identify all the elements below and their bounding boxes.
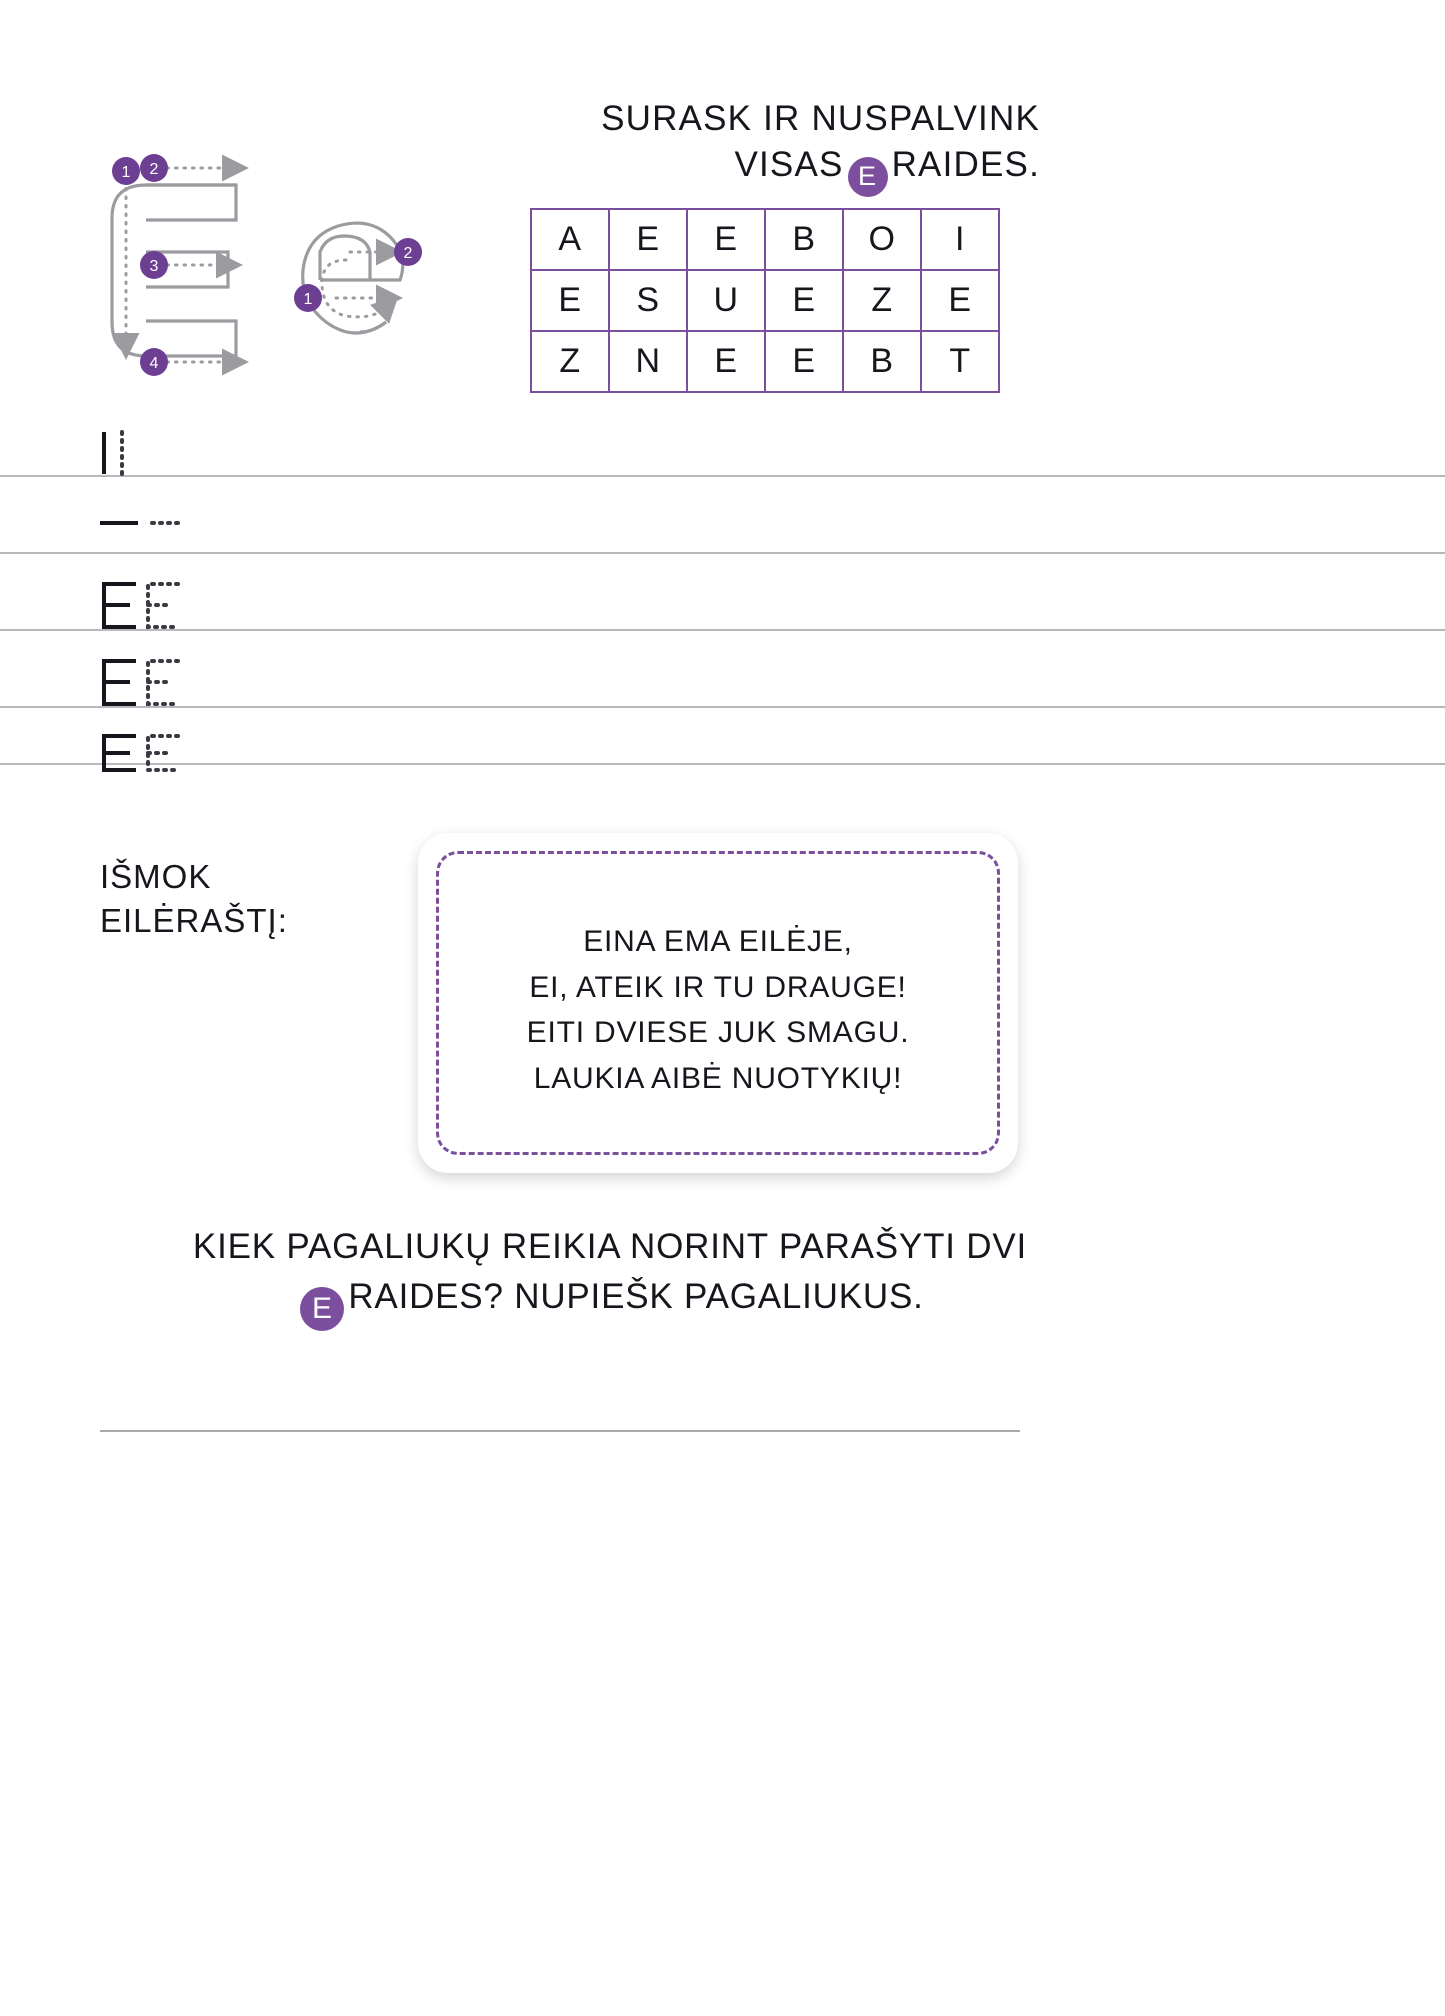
grid-cell[interactable]: E	[920, 269, 1000, 332]
table-row: Z N E E B T	[530, 330, 1000, 393]
poem-line: EI, ATEIK IR TU DRAUGE!	[529, 970, 907, 1004]
header-line-2-after: RAIDES.	[891, 145, 1040, 185]
glyph-dotted	[146, 659, 180, 706]
tracing-letters: 1 2 3 4 1	[88, 140, 468, 390]
question-line-1: KIEK PAGALIUKŲ REIKIA NORINT PARAŠYTI DV…	[192, 1227, 1028, 1266]
grid-cell[interactable]: E	[764, 269, 844, 332]
poem-line: EINA EMA EILĖJE,	[583, 925, 853, 958]
grid-cell[interactable]: E	[686, 330, 766, 393]
header-line-2-before: VISAS	[734, 145, 844, 185]
poem-dashed-border	[436, 851, 1000, 1155]
rule-line	[0, 475, 1445, 477]
uppercase-dotted-guides	[112, 154, 249, 376]
poem-line: LAUKIA AIBĖ NUOTYKIŲ!	[533, 1061, 903, 1095]
grid-cell[interactable]: E	[530, 269, 610, 332]
letter-search-grid[interactable]: A E E B O I E S U E Z E Z N E E B T	[530, 208, 1000, 393]
glyph-dotted	[146, 582, 180, 629]
stroke-badge-3	[140, 251, 168, 279]
practice-lines	[0, 420, 1445, 780]
stroke-badge-1	[112, 157, 140, 185]
uppercase-stroke-badges: 1 2 3 4	[112, 154, 168, 376]
practice-row-horizontal[interactable]	[0, 497, 1445, 553]
practice-row-e-1[interactable]	[0, 574, 1445, 630]
grid-cell[interactable]: B	[842, 330, 922, 393]
grid-cell[interactable]: E	[764, 330, 844, 393]
grid-cell[interactable]: O	[842, 208, 922, 271]
grid-cell[interactable]: A	[530, 208, 610, 271]
grid-cell[interactable]: Z	[842, 269, 922, 332]
poem-text: EINA EMA EILĖJE, EI, ATEIK IR TU DRAUGE!…	[418, 919, 1018, 1101]
lowercase-dotted-guides	[320, 238, 403, 325]
glyph-solid	[102, 659, 136, 706]
learn-label-line-1: IŠMOK	[100, 858, 212, 895]
practice-row-e-2-svg	[102, 659, 180, 706]
stroke-badge-lower-1	[294, 284, 322, 312]
lowercase-stroke-badges: 1 2	[294, 238, 422, 312]
stroke-badge-2	[140, 154, 168, 182]
stroke-badge-lower-1-label: 1	[304, 291, 313, 308]
rule-line	[0, 706, 1445, 708]
practice-row-vertical-svg	[102, 430, 124, 476]
grid-cell[interactable]: I	[920, 208, 1000, 271]
learn-poem-label: IŠMOK EILĖRAŠTĮ:	[100, 855, 400, 943]
table-row: E S U E Z E	[530, 269, 1000, 332]
practice-row-e-3-svg	[102, 734, 180, 772]
practice-row-e-1-svg	[102, 582, 180, 629]
stroke-badge-4	[140, 348, 168, 376]
practice-row-e-2[interactable]	[0, 651, 1445, 707]
grid-cell[interactable]: U	[686, 269, 766, 332]
question-line-2-after: RAIDES? NUPIEŠK PAGALIUKUS.	[348, 1276, 924, 1316]
rule-line	[0, 552, 1445, 554]
grid-cell[interactable]: T	[920, 330, 1000, 393]
learn-label-line-2: EILĖRAŠTĮ:	[100, 901, 288, 939]
stroke-badge-lower-2	[394, 238, 422, 266]
letter-badge-icon: E	[300, 1286, 345, 1331]
letter-badge-icon: E	[847, 156, 888, 197]
uppercase-e-outline	[110, 183, 238, 358]
stroke-badge-2-label: 2	[150, 161, 159, 178]
glyph-solid	[102, 734, 136, 772]
rule-line	[0, 629, 1445, 631]
grid-cell[interactable]: Z	[530, 330, 610, 393]
grid-cell[interactable]: S	[608, 269, 688, 332]
poem-card: EINA EMA EILĖJE, EI, ATEIK IR TU DRAUGE!…	[418, 833, 1018, 1173]
tracing-svg: 1 2 3 4 1	[110, 154, 422, 376]
grid-cell[interactable]: E	[686, 208, 766, 271]
grid-cell[interactable]: N	[608, 330, 688, 393]
lowercase-e-outline	[301, 221, 405, 335]
glyph-dotted	[146, 734, 180, 772]
practice-row-horizontal-svg	[100, 521, 186, 525]
answer-rule-line	[100, 1430, 1020, 1432]
rule-line	[0, 763, 1445, 765]
grid-body: A E E B O I E S U E Z E Z N E E B T	[530, 208, 1000, 393]
stroke-badge-4-label: 4	[150, 355, 159, 372]
stroke-badge-lower-2-label: 2	[404, 245, 413, 262]
practice-row-e-3[interactable]	[0, 728, 1445, 784]
grid-cell[interactable]: B	[764, 208, 844, 271]
stroke-badge-1-label: 1	[122, 164, 131, 181]
header-line-1: SURASK IR NUSPALVINK	[601, 99, 1040, 138]
grid-cell[interactable]: E	[608, 208, 688, 271]
stroke-badge-3-label: 3	[150, 258, 159, 275]
poem-line: EITI DVIESE JUK SMAGU.	[526, 1016, 910, 1050]
bottom-question: KIEK PAGALIUKŲ REIKIA NORINT PARAŠYTI DV…	[100, 1222, 1120, 1331]
practice-row-vertical[interactable]	[0, 420, 1445, 476]
table-row: A E E B O I	[530, 208, 1000, 271]
glyph-solid	[102, 582, 136, 629]
